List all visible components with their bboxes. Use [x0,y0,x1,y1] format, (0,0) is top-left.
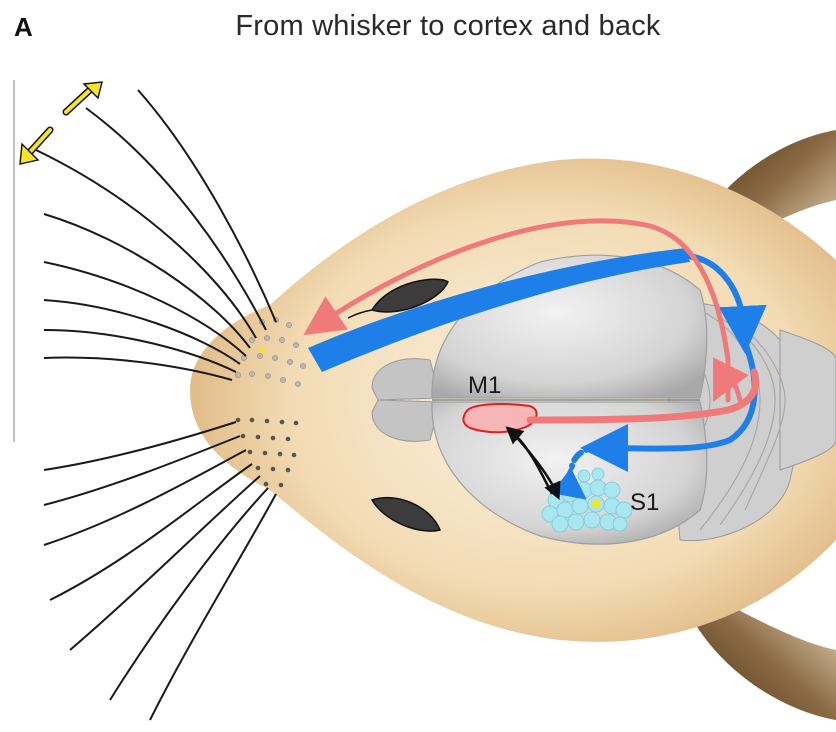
stimulated-whisker-follicle [259,347,265,353]
m1-label: M1 [468,372,501,399]
whisker-motion-arrow-icon [20,130,50,164]
figure-title: From whisker to cortex and back [0,10,836,43]
m1-region [463,404,536,432]
upper-whiskers [36,90,276,380]
s1-label: S1 [630,489,659,516]
activated-barrel [592,500,601,509]
rodent-diagram: M1 S1 [0,60,836,732]
whisker-motion-arrow-icon [66,82,102,112]
